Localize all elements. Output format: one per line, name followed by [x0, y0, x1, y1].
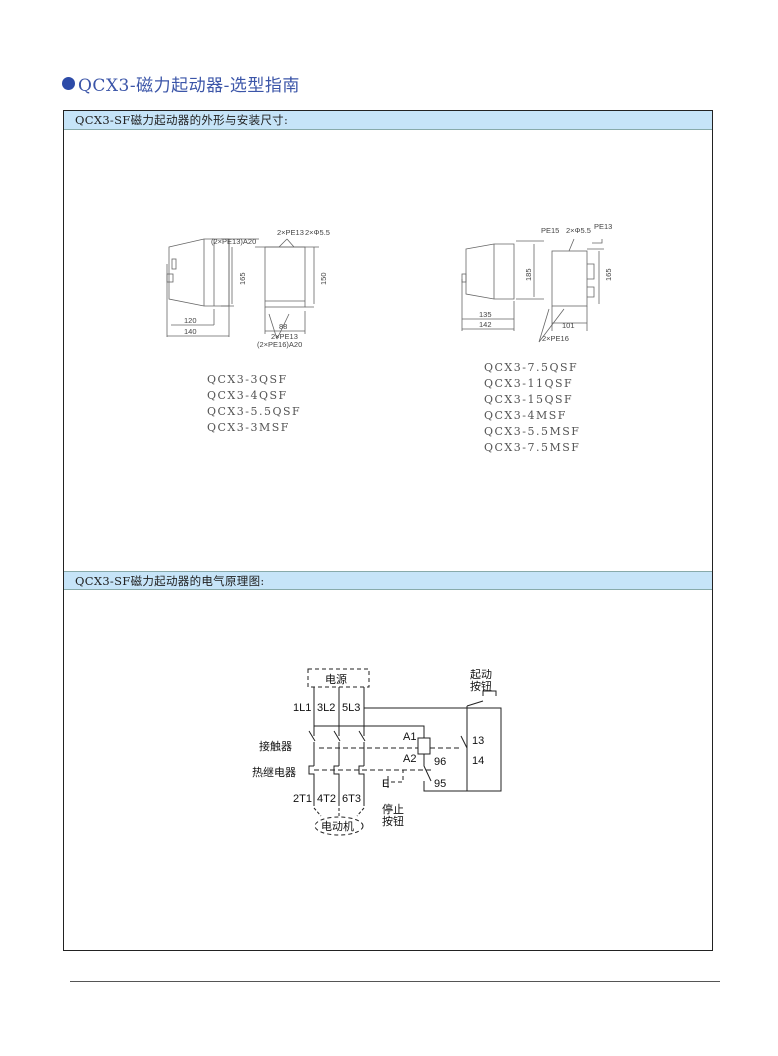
svg-text:停止: 停止	[382, 802, 404, 816]
svg-text:120: 120	[184, 316, 197, 325]
svg-text:165: 165	[604, 268, 613, 281]
svg-text:PE15: PE15	[541, 226, 559, 235]
svg-text:E: E	[382, 778, 389, 790]
svg-text:150: 150	[319, 272, 328, 285]
svg-text:(2×PE13)A20: (2×PE13)A20	[211, 237, 256, 246]
svg-text:热继电器: 热继电器	[252, 766, 296, 779]
svg-text:140: 140	[184, 327, 197, 336]
svg-text:按钮: 按钮	[382, 814, 404, 828]
svg-text:95: 95	[434, 778, 446, 790]
footer-divider	[70, 981, 720, 982]
svg-text:13: 13	[472, 735, 484, 747]
svg-text:2×Φ5.5: 2×Φ5.5	[305, 228, 330, 237]
svg-text:4T2: 4T2	[317, 793, 336, 805]
svg-text:3L2: 3L2	[317, 702, 335, 714]
svg-text:5L3: 5L3	[342, 702, 360, 714]
svg-text:185: 185	[524, 268, 533, 281]
svg-text:电动机: 电动机	[321, 819, 354, 833]
svg-text:A1: A1	[403, 731, 416, 743]
svg-text:165: 165	[238, 272, 247, 285]
svg-text:起动: 起动	[470, 668, 492, 681]
svg-text:2×PE13: 2×PE13	[271, 332, 298, 341]
svg-text:A2: A2	[403, 753, 416, 765]
svg-text:电源: 电源	[325, 672, 347, 686]
svg-text:接触器: 接触器	[259, 739, 292, 753]
page-title: QCX3-磁力起动器-选型指南	[62, 71, 300, 96]
svg-text:101: 101	[562, 321, 575, 330]
svg-text:1L1: 1L1	[293, 702, 311, 714]
svg-text:2×PE13: 2×PE13	[277, 228, 304, 237]
svg-text:142: 142	[479, 320, 492, 329]
section-header-dimensions: QCX3-SF磁力起动器的外形与安装尺寸:	[64, 111, 712, 130]
svg-text:2T1: 2T1	[293, 793, 312, 805]
svg-text:88: 88	[279, 322, 287, 331]
svg-text:(2×PE16)A20: (2×PE16)A20	[257, 340, 302, 349]
svg-text:PE13: PE13	[594, 222, 612, 231]
svg-text:按钮: 按钮	[470, 679, 492, 693]
svg-text:135: 135	[479, 310, 492, 319]
svg-text:2×PE16: 2×PE16	[542, 334, 569, 343]
svg-text:2×Φ5.5: 2×Φ5.5	[566, 226, 591, 235]
bullet-icon	[62, 77, 75, 90]
svg-text:6T3: 6T3	[342, 793, 361, 805]
section-header-schematic: QCX3-SF磁力起动器的电气原理图:	[64, 571, 712, 590]
svg-text:14: 14	[472, 755, 484, 767]
svg-text:96: 96	[434, 756, 446, 768]
